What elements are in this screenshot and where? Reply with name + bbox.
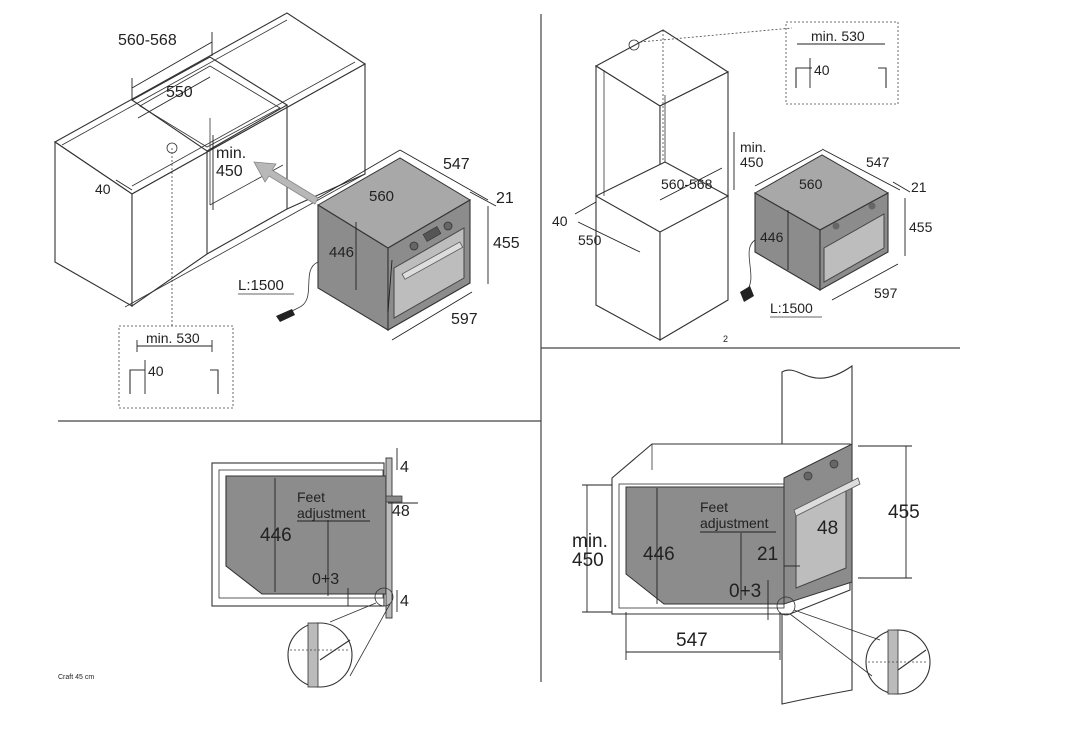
- dim-cabinet-width: 560-568: [118, 32, 177, 49]
- dim-side-offset: 40: [552, 213, 568, 229]
- dim-oven-body-width: 560: [799, 176, 823, 192]
- tall-cabinet: [594, 27, 793, 341]
- dim-front-offset: 48: [392, 503, 410, 520]
- oven-cross-section: [225, 475, 387, 595]
- dim-niche-height-label: min.: [216, 145, 246, 162]
- dim-body-height: 446: [260, 525, 292, 546]
- dim-niche-width: 550: [166, 84, 193, 101]
- dim-oven-depth: 547: [866, 154, 890, 170]
- page-number: 2: [723, 334, 728, 344]
- dimensions-top-right-cabinet: [574, 132, 735, 253]
- dim-oven-height: 455: [909, 219, 933, 235]
- panel-bottom-right-section: min. 450 446 Feet adjustment 48 21 0+3 4…: [572, 364, 931, 705]
- feet-label-line1: Feet: [297, 489, 325, 505]
- oven-cross-section: [625, 486, 785, 605]
- dim-niche-width: 550: [578, 232, 602, 248]
- panel-top-left-cabinet-install: 560-568 550 min. 450 40 547 560 21 455 4…: [53, 12, 520, 409]
- dim-side-offset: 40: [95, 181, 111, 197]
- detail-magnifier-right: [776, 596, 931, 695]
- detail-min-width: min. 530: [146, 330, 200, 346]
- dim-oven-depth: 547: [443, 156, 470, 173]
- dim-feet-range: 0+3: [312, 571, 339, 588]
- dim-bottom-gap: 4: [400, 593, 409, 610]
- dimensions-top-left: [115, 32, 497, 341]
- dim-oven-height: 455: [493, 235, 520, 252]
- feet-label-line1: Feet: [700, 499, 728, 515]
- detail-box-top-left: min. 530 40: [118, 325, 234, 409]
- panel-bottom-left-section: 4 Feet adjustment 48 446 0+3 4 Craft 45 …: [58, 448, 418, 688]
- cabinet-run: [53, 12, 367, 326]
- dim-front-thickness: 21: [496, 190, 514, 207]
- dim-niche-height-value: 450: [216, 163, 243, 180]
- dim-depth: 547: [676, 630, 708, 651]
- footer-note: Craft 45 cm: [58, 674, 94, 681]
- dim-top-gap: 4: [400, 459, 409, 476]
- dimensions-top-right-oven: [754, 148, 911, 301]
- dim-front-offset: 48: [817, 518, 838, 539]
- insert-arrow: [253, 161, 319, 205]
- dim-oven-height: 455: [888, 502, 920, 523]
- dim-cabinet-width: 560-568: [661, 176, 713, 192]
- panel-top-right-tall-cabinet: min. 450 560-568 40 550 min. 530 40: [552, 21, 933, 344]
- dim-oven-width: 597: [451, 311, 478, 328]
- dim-body-height: 446: [643, 544, 675, 565]
- dim-oven-width: 597: [874, 285, 898, 301]
- dim-oven-body-height: 446: [329, 244, 354, 261]
- feet-label-line2: adjustment: [297, 505, 366, 521]
- detail-min-width: min. 530: [811, 28, 865, 44]
- dim-niche-min-label: min.: [740, 139, 766, 155]
- dim-oven-body-width: 560: [369, 188, 394, 205]
- detail-offset: 40: [148, 363, 164, 379]
- detail-magnifier-left: [287, 587, 394, 688]
- dim-front-thickness: 21: [911, 179, 927, 195]
- cable-length: L:1500: [238, 277, 284, 294]
- dim-oven-body-height: 446: [760, 229, 784, 245]
- feet-label-line2: adjustment: [700, 515, 769, 531]
- dim-front-thickness: 21: [757, 544, 778, 565]
- dim-niche-min-value: 450: [572, 550, 604, 571]
- dim-niche-min-label: min.: [572, 531, 608, 552]
- dim-niche-min-value: 450: [740, 154, 764, 170]
- detail-box-top-right: min. 530 40: [785, 21, 899, 105]
- dim-feet-range: 0+3: [729, 581, 761, 602]
- detail-offset: 40: [814, 62, 830, 78]
- cable-length: L:1500: [770, 300, 813, 316]
